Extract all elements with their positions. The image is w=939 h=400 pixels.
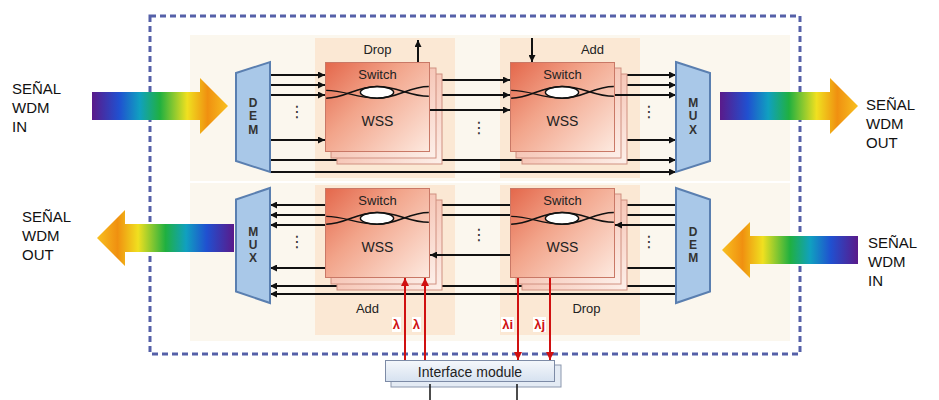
wavelength-label: λj xyxy=(533,317,546,332)
demux-trapezoid: MUX xyxy=(236,188,270,303)
wavelength-label: λi xyxy=(501,317,514,332)
wss-box: SwitchWSSDrop xyxy=(510,188,615,278)
ellipsis-mark: ⋮ xyxy=(289,232,305,252)
ellipsis-mark: ⋮ xyxy=(471,225,487,245)
wavelength-label: λ xyxy=(392,317,401,332)
fiber-connector xyxy=(615,94,676,96)
wavelength-arrow xyxy=(424,278,426,360)
mux-trapezoid: MUX xyxy=(676,62,710,172)
node-text: Switch xyxy=(358,67,396,82)
port-label: Add xyxy=(356,301,379,316)
fiber-connector xyxy=(270,293,676,295)
fiber-connector xyxy=(270,171,676,173)
node-text: MUX xyxy=(248,226,258,266)
node-text: WSS xyxy=(547,113,579,129)
wss-box: AddSwitchWSS xyxy=(510,62,615,152)
fiber-connector xyxy=(270,94,325,96)
ellipsis-mark: ⋮ xyxy=(641,102,657,122)
node-text: WSS xyxy=(362,239,394,255)
node-text: Interface module xyxy=(418,364,522,380)
wavelength-label: λ xyxy=(412,317,421,332)
signal-label: SEÑAL WDM OUT xyxy=(866,96,915,152)
fiber-connector xyxy=(430,109,510,111)
node-text: WSS xyxy=(362,113,394,129)
node-text: WSS xyxy=(547,239,579,255)
signal-label: SEÑAL WDM IN xyxy=(12,80,61,136)
node-text: Switch xyxy=(543,193,581,208)
wss-box: DropSwitchWSS xyxy=(325,62,430,152)
node-text: Switch xyxy=(358,193,396,208)
node-text: DEM xyxy=(248,97,258,137)
wavelength-arrow xyxy=(517,278,519,360)
port-label: Drop xyxy=(572,301,600,316)
fiber-connector xyxy=(430,254,510,256)
port-label: Add xyxy=(581,42,604,57)
ellipsis-mark: ⋮ xyxy=(471,118,487,138)
interface-box: Interface module xyxy=(385,360,555,382)
wavelength-arrow xyxy=(549,278,551,360)
signal-label: SEÑAL WDM IN xyxy=(868,234,917,290)
port-label: Drop xyxy=(363,42,391,57)
node-text: Switch xyxy=(543,67,581,82)
wss-box: SwitchWSSAdd xyxy=(325,188,430,278)
fiber-connector xyxy=(615,224,676,226)
signal-label: SEÑAL WDM OUT xyxy=(22,208,71,264)
node-text: MUX xyxy=(688,97,698,137)
node-text: DEM xyxy=(688,226,698,266)
wavelength-arrow xyxy=(404,278,406,360)
ellipsis-mark: ⋮ xyxy=(641,232,657,252)
ellipsis-mark: ⋮ xyxy=(289,102,305,122)
mux-trapezoid: DEM xyxy=(676,188,710,303)
fiber-connector xyxy=(270,224,325,226)
demux-trapezoid: DEM xyxy=(236,62,270,172)
